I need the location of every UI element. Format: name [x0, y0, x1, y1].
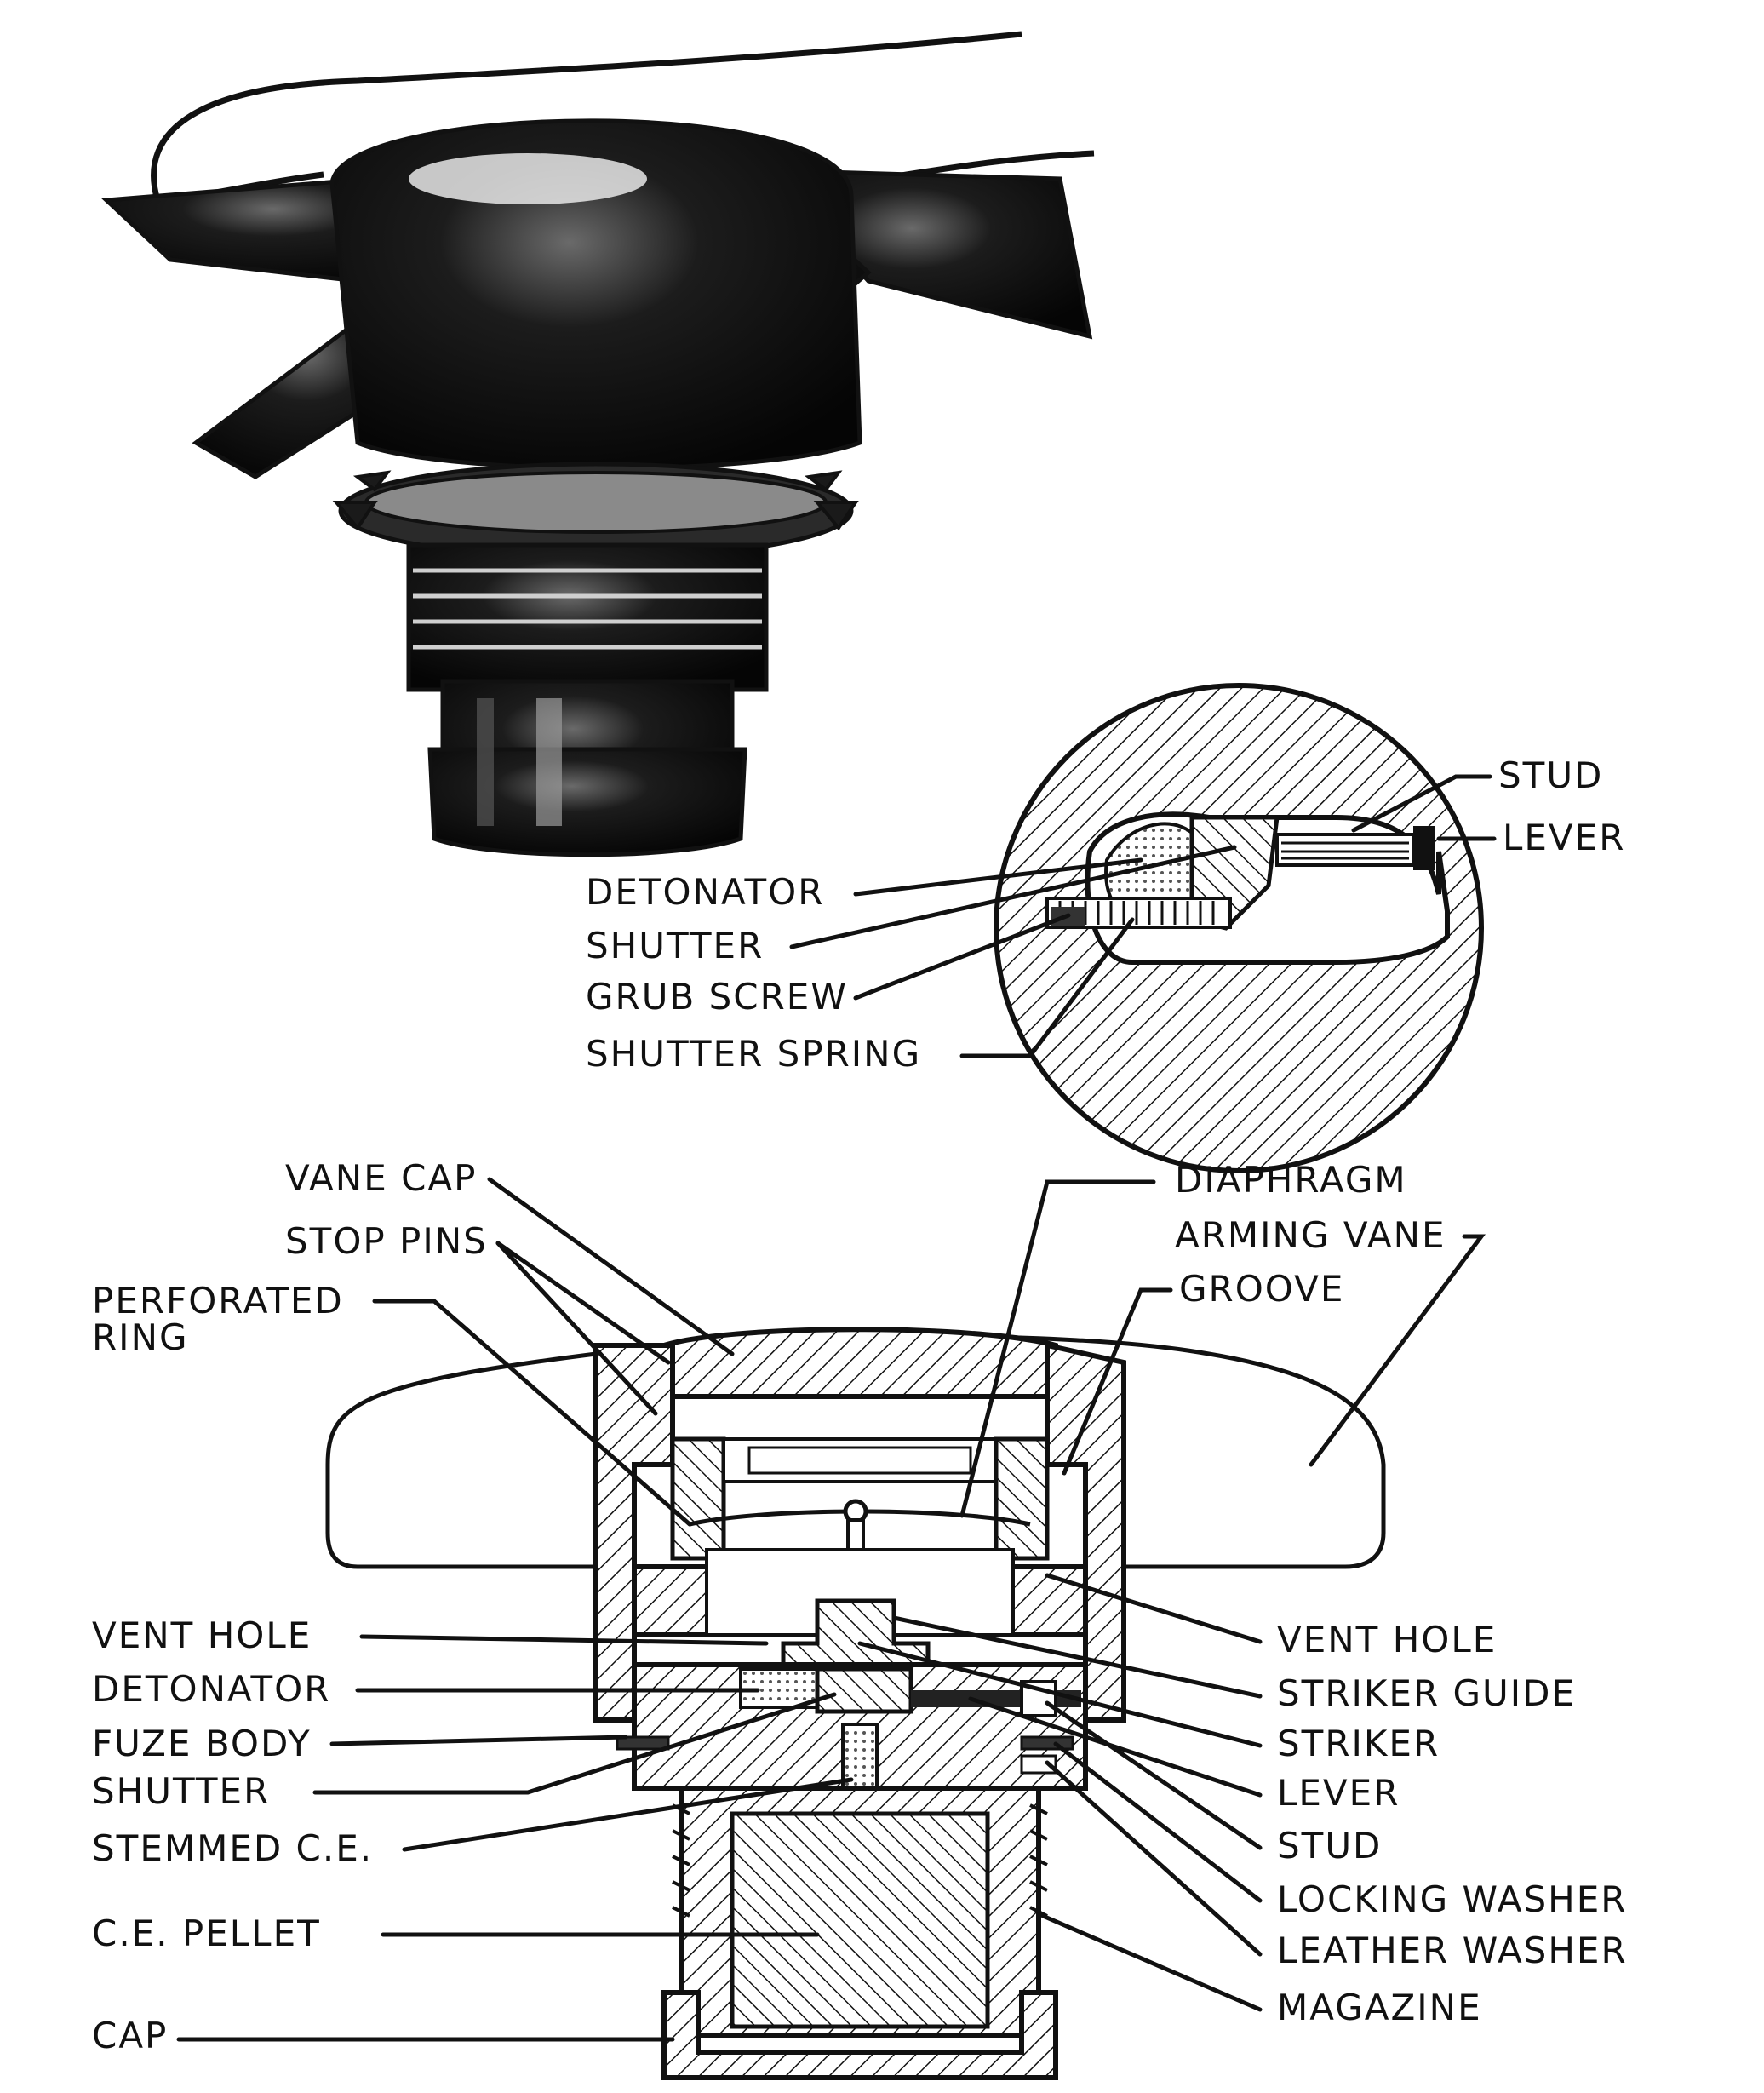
label-cap: CAP [92, 2015, 168, 2056]
section-leader-lines [176, 1177, 1486, 2042]
label-groove: GROOVE [1179, 1268, 1344, 1310]
label-shutter-inset: SHUTTER [586, 925, 764, 966]
label-vent-hole-left: VENT HOLE [92, 1614, 312, 1656]
label-stud: STUD [1277, 1825, 1382, 1866]
inset-stud [1275, 833, 1415, 867]
label-perforated-ring-1: PERFORATED [92, 1280, 344, 1322]
locking-washer-left [616, 1735, 670, 1751]
label-perforated-ring-2: RING [92, 1316, 189, 1358]
section-labels-left: VANE CAP STOP PINS PERFORATED RING VENT … [92, 1157, 488, 2056]
label-vane-cap: VANE CAP [285, 1157, 477, 1199]
label-stud-inset: STUD [1498, 754, 1603, 796]
label-detonator-inset: DETONATOR [586, 871, 824, 913]
label-detonator: DETONATOR [92, 1668, 330, 1710]
leather-washer [1020, 1754, 1057, 1775]
label-shutter: SHUTTER [92, 1770, 270, 1812]
fuze-cross-section [325, 1327, 1386, 2080]
perforated-ring-right [994, 1436, 1050, 1561]
label-vent-hole-right: VENT HOLE [1277, 1619, 1497, 1660]
ce-pellet [730, 1811, 990, 2029]
label-shutter-spring-inset: SHUTTER SPRING [586, 1033, 921, 1075]
label-diaphragm: DIAPHRAGM [1175, 1159, 1407, 1201]
inset-lever [1413, 826, 1435, 870]
label-stemmed-ce: STEMMED C.E. [92, 1827, 373, 1869]
perforated-ring-left [670, 1436, 726, 1561]
shutter-inset-section [994, 683, 1484, 1173]
inset-labels: STUD LEVER DETONATOR SHUTTER GRUB SCREW … [586, 754, 1625, 1075]
fuze-threaded-body [406, 542, 769, 692]
fuze-body-left-wall [593, 1343, 675, 1723]
label-arming-vane: ARMING VANE [1175, 1214, 1446, 1256]
section-labels-right: DIAPHRAGM ARMING VANE GROOVE VENT HOLE S… [1175, 1159, 1628, 2028]
label-locking-washer: LOCKING WASHER [1277, 1878, 1627, 1920]
safety-wire [151, 31, 1022, 201]
inset-leader-lines [789, 774, 1497, 1058]
label-lever: LEVER [1277, 1772, 1400, 1814]
cap [662, 1990, 1058, 2080]
label-striker: STRIKER [1277, 1723, 1440, 1764]
fuze-photo-illustration [101, 31, 1095, 857]
shutter [815, 1666, 914, 1714]
locking-washer [1020, 1735, 1074, 1751]
label-ce-pellet: C.E. PELLET [92, 1912, 321, 1954]
label-fuze-body: FUZE BODY [92, 1723, 312, 1764]
label-striker-guide: STRIKER GUIDE [1277, 1672, 1576, 1714]
fuze-head [329, 118, 862, 471]
label-magazine: MAGAZINE [1277, 1987, 1482, 2028]
label-stop-pins: STOP PINS [285, 1220, 488, 1262]
label-grub-screw-inset: GRUB SCREW [586, 976, 848, 1018]
label-lever-inset: LEVER [1503, 817, 1625, 858]
label-leather-washer: LEATHER WASHER [1277, 1930, 1628, 1971]
